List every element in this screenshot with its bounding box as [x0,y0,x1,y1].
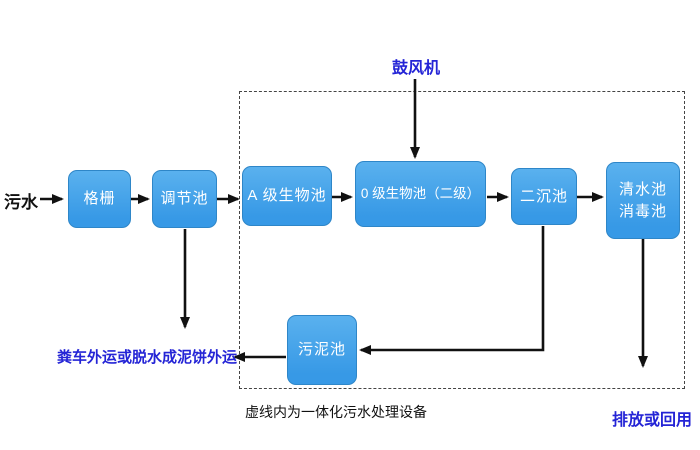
node-sludge-tank: 污泥池 [287,315,357,385]
node-o-bio-tank: 0 级生物池（二级） [355,161,486,227]
node-disinfection-tank-label: 消毒池 [618,202,667,220]
node-clear-water-disinfection-tank: 清水池 消毒池 [606,162,680,239]
node-grid: 格栅 [68,170,131,228]
integrated-equipment-dashed-boundary [239,91,685,389]
node-clear-water-tank-label: 清水池 [618,180,667,198]
node-a-bio-tank-label: A 级生物池 [247,187,327,205]
node-secondary-sedimentation-tank: 二沉池 [511,168,577,225]
sludge-disposal-label: 粪车外运或脱水成泥饼外运 [57,349,238,366]
node-a-bio-tank: A 级生物池 [242,166,332,226]
node-sludge-tank-label: 污泥池 [297,341,346,359]
node-regulating-tank-label: 调节池 [160,190,209,208]
node-o-bio-tank-label: 0 级生物池（二级） [360,186,481,202]
inlet-label: 污水 [4,193,38,212]
dashed-box-caption: 虚线内为一体化污水处理设备 [245,404,427,420]
node-grid-label: 格栅 [83,190,116,208]
node-regulating-tank: 调节池 [152,170,217,228]
node-secondary-sedimentation-tank-label: 二沉池 [519,187,568,205]
blower-label: 鼓风机 [392,60,441,77]
discharge-label: 排放或回用 [612,412,693,429]
